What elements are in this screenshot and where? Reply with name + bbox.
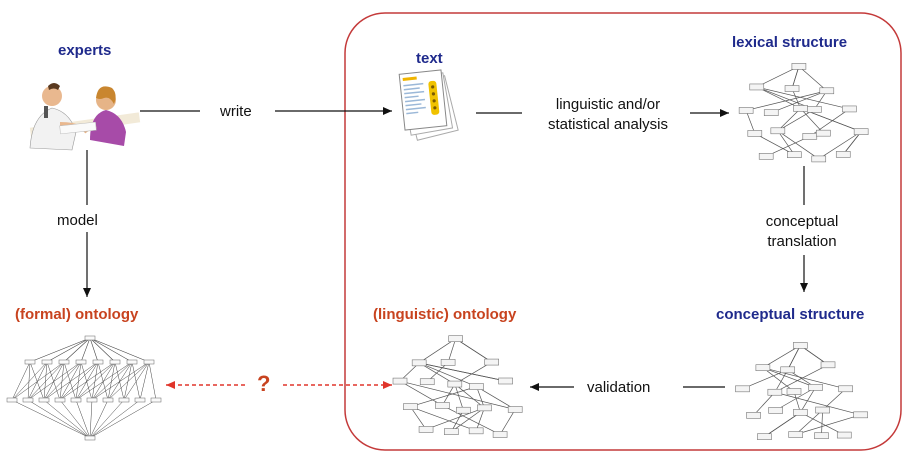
question-mark: ? [257,371,271,396]
translation-label-line1: conceptual [765,213,839,230]
conceptual-structure-label: conceptual structure [716,306,865,323]
model-label: model [57,212,98,229]
analysis-label-line1: linguistic and/or [555,96,661,113]
translation-label: conceptual translation [742,212,862,251]
analysis-label-line2: statistical analysis [547,115,669,133]
text-label: text [416,50,443,67]
formal-ontology-label: (formal) ontology [15,306,139,323]
system-boundary [344,12,902,451]
tree-diagram-icon [735,342,868,440]
write-label: write [220,103,252,120]
translation-label-line2: translation [767,232,837,250]
experts-photo [29,83,141,151]
text-document-icon [398,69,459,141]
lexical-structure-label: lexical structure [732,34,848,51]
lattice-diagram-icon [6,335,162,441]
analysis-label: linguistic and/or statistical analysis [526,95,690,134]
tree-diagram-icon [738,63,869,163]
linguistic-ontology-label: (linguistic) ontology [373,306,517,323]
validation-label: validation [587,379,651,396]
tree-diagram-icon [392,335,523,438]
experts-label: experts [58,42,112,59]
